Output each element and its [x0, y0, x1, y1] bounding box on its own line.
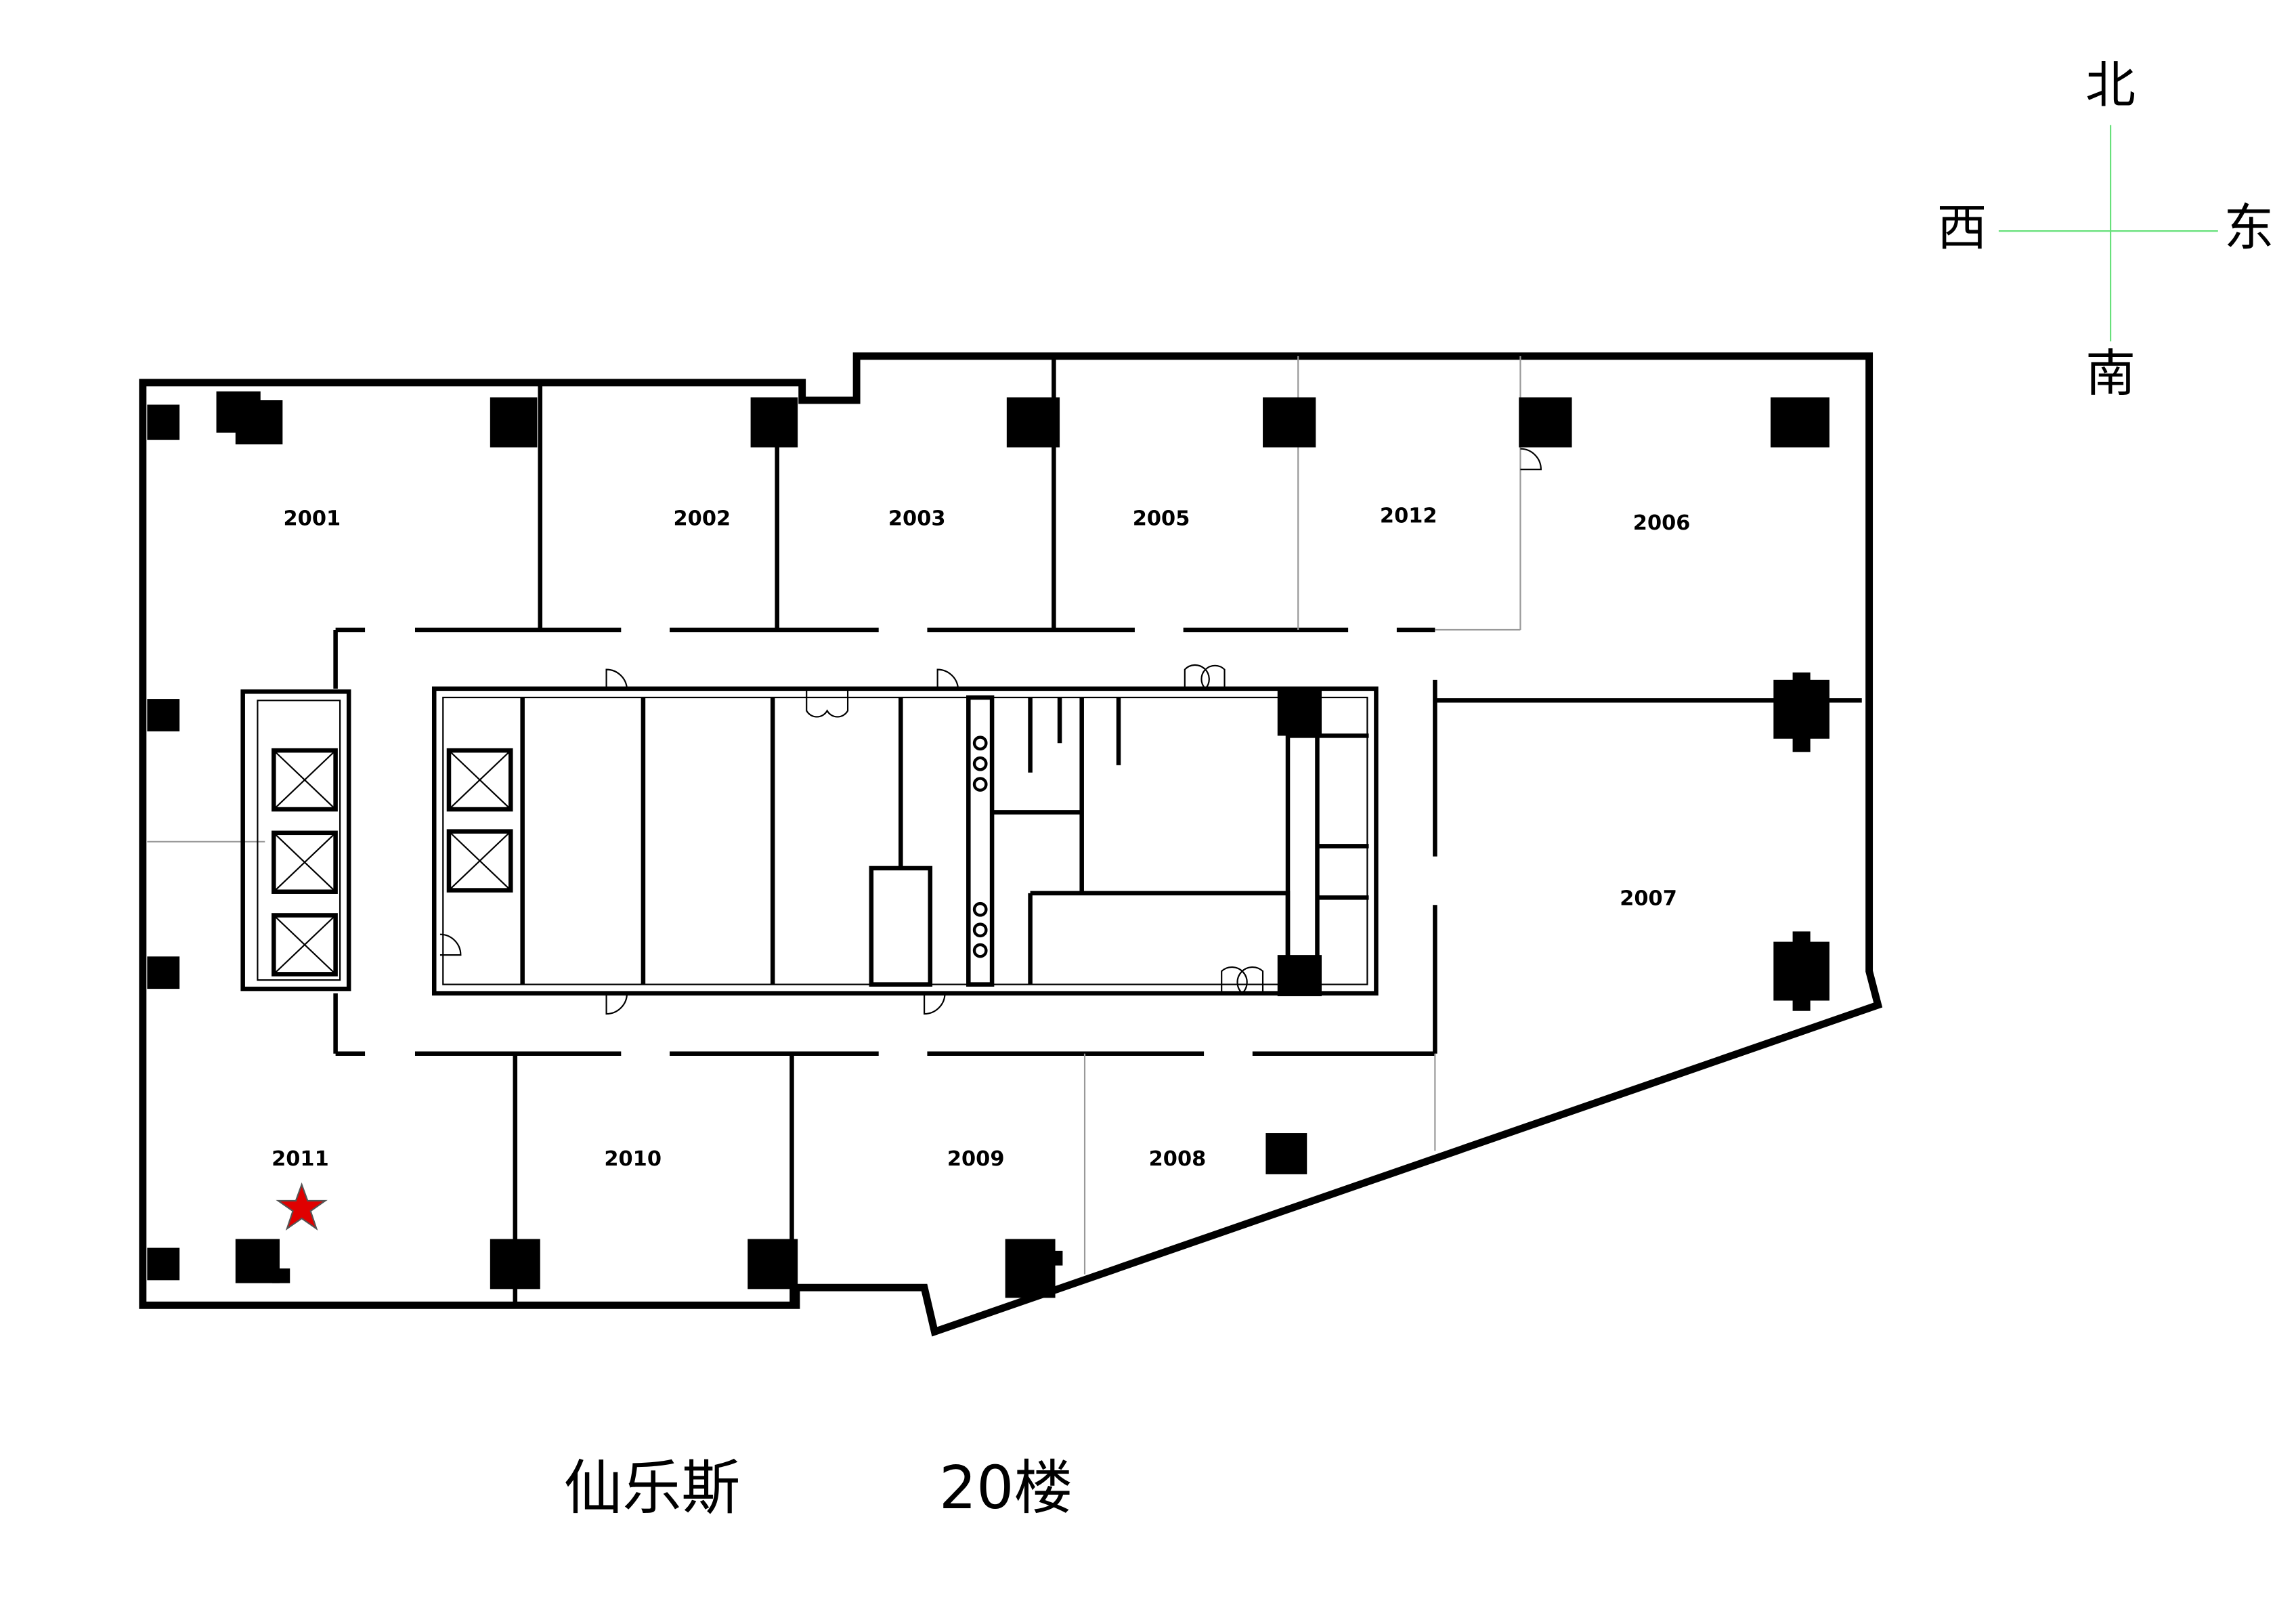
room-label-2008: 2008: [1149, 1147, 1207, 1171]
compass-south-label: 南: [2085, 345, 2136, 403]
room-label-2006: 2006: [1633, 511, 1691, 535]
floor-label: 20楼: [939, 1453, 1073, 1522]
compass-west-label: 西: [1937, 199, 1987, 257]
compass: 北 南 西 东: [1937, 56, 2274, 403]
room-labels: 2001 2002 2003 2005 2012 2006 2007 2011 …: [272, 504, 1690, 1171]
room-label-2005: 2005: [1133, 507, 1190, 531]
room-label-2011: 2011: [272, 1147, 329, 1171]
room-label-2007: 2007: [1620, 887, 1677, 910]
room-label-2001: 2001: [283, 507, 341, 531]
location-star-icon: [276, 1182, 328, 1231]
room-partitions: [147, 356, 1862, 1306]
structural-columns: [147, 391, 1829, 1298]
room-label-2003: 2003: [888, 507, 946, 531]
compass-north-label: 北: [2085, 56, 2136, 114]
compass-east-label: 东: [2224, 199, 2274, 257]
room-label-2002: 2002: [674, 507, 731, 531]
elevator-bank: [240, 689, 351, 991]
building-core: [431, 664, 1379, 1015]
room-label-2010: 2010: [604, 1147, 662, 1171]
building-name: 仙乐斯: [564, 1453, 741, 1522]
room-label-2009: 2009: [947, 1147, 1005, 1171]
exterior-wall: [139, 352, 1883, 1337]
room-label-2012: 2012: [1380, 504, 1437, 528]
corridor-walls: [333, 627, 1437, 1056]
